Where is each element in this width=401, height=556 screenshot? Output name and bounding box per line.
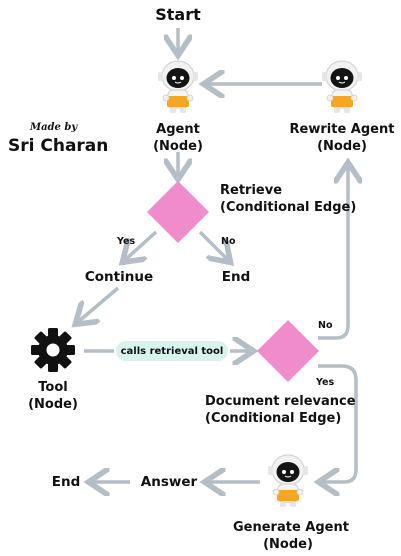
edge-retrieve-yes (125, 230, 158, 260)
rewrite-agent-node-type: (Node) (317, 139, 367, 154)
retrieve-edge-type: (Conditional Edge) (220, 200, 357, 215)
doc-relevance-type: (Conditional Edge) (205, 411, 342, 426)
agent-node-type: (Node) (153, 139, 203, 154)
retrieve-no-label: No (221, 236, 236, 247)
doc-relevance-diamond (257, 320, 319, 382)
agent-robot-icon (157, 60, 199, 114)
retrieve-edge-title: Retrieve (220, 183, 283, 198)
edge-retrieve-no (198, 230, 228, 260)
calls-retrieval-tool-label: calls retrieval tool (116, 341, 228, 361)
end-label-bottom: End (51, 474, 81, 490)
answer-label: Answer (140, 474, 198, 490)
doc-relevance-label: Document relevance (Conditional Edge) (205, 393, 356, 427)
doc-no-label: No (318, 320, 333, 331)
edge-continue-to-tool (78, 286, 120, 322)
agent-node-label: Agent (Node) (138, 121, 218, 155)
start-label: Start (155, 5, 201, 24)
rewrite-agent-robot-icon (321, 60, 363, 114)
edge-doc-yes-to-generate (318, 364, 358, 482)
tool-gear-icon (31, 328, 75, 372)
edge-doc-no-to-rewrite (318, 166, 348, 340)
tool-node-title: Tool (38, 380, 68, 395)
rewrite-agent-node-label: Rewrite Agent (Node) (287, 121, 397, 155)
end-label-top: End (221, 269, 251, 285)
tool-node-type: (Node) (28, 397, 78, 412)
rewrite-agent-node-title: Rewrite Agent (289, 122, 395, 137)
author-name: Sri Charan (8, 136, 109, 156)
tool-node-label: Tool (Node) (18, 379, 88, 413)
doc-yes-label: Yes (316, 377, 335, 388)
generate-agent-node-type: (Node) (263, 537, 313, 552)
made-by-text: Made by (30, 122, 78, 133)
doc-relevance-title: Document relevance (205, 394, 356, 409)
generate-agent-robot-icon (267, 454, 309, 508)
retrieve-yes-label: Yes (117, 236, 136, 247)
retrieve-diamond (147, 181, 209, 243)
agent-node-title: Agent (156, 122, 200, 137)
continue-label: Continue (84, 269, 154, 285)
generate-agent-node-label: Generate Agent (Node) (233, 519, 349, 553)
generate-agent-node-title: Generate Agent (233, 520, 349, 535)
retrieve-edge-label: Retrieve (Conditional Edge) (220, 182, 356, 216)
